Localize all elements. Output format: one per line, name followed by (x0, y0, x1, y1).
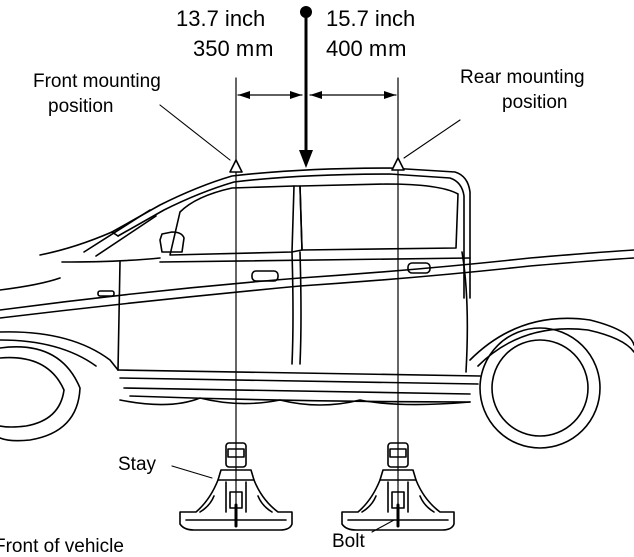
front-wheel (0, 346, 81, 442)
rear-wheel (479, 327, 601, 449)
rear-mount-triangle (391, 157, 405, 171)
stay-leader (171, 465, 213, 479)
front-mounting-label-line2: position (48, 96, 114, 117)
front-mounting-label-line1: Front mounting (33, 71, 161, 92)
vehicle-outline (0, 167, 634, 403)
rear-rack-foot (341, 442, 455, 531)
rear-dimension-mm-value: 400 (326, 36, 363, 61)
rear-dimension-mm: 400 mm (326, 38, 408, 60)
front-mount-leader (159, 104, 231, 161)
rear-mounting-label-line2: position (502, 92, 568, 113)
front-dimension-mm-unit: mm (235, 36, 275, 61)
rear-dimension-inch: 15.7 inch (326, 6, 416, 31)
rear-dimension-mm-unit: mm (368, 36, 408, 61)
front-rack-foot (179, 442, 293, 531)
rear-mount-leader (403, 119, 461, 159)
rear-mounting-label-line1: Rear mounting (460, 67, 585, 88)
arrowhead (290, 91, 302, 99)
center-load-arrow (299, 6, 313, 168)
arrowhead (238, 91, 250, 99)
front-of-vehicle-label: Front of vehicle (0, 536, 124, 557)
front-dimension-mm-value: 350 (193, 36, 230, 61)
bolt-label: Bolt (332, 531, 365, 552)
front-dimension-inch: 13.7 inch (176, 6, 266, 31)
front-mount-triangle (229, 159, 243, 173)
arrowhead (384, 91, 396, 99)
stay-label: Stay (118, 454, 157, 475)
arrowhead (310, 91, 322, 99)
reference-lines (235, 77, 399, 521)
front-dimension-mm: 350 mm (193, 38, 275, 60)
